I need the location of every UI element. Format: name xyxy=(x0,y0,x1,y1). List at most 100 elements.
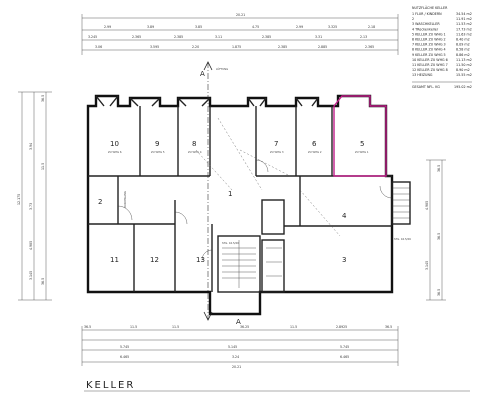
room-label-3: 3 xyxy=(342,256,346,264)
area-legend: NUTZFLÄCHE KELLER 1 FLUR / KINDERN 34.54 … xyxy=(412,5,472,89)
legend-item-value: 11.50 m2 xyxy=(456,63,472,67)
dim-bot-r1-5: 36.25 xyxy=(240,325,249,329)
legend-item-label: 9 KELLER ZU WHG 5 xyxy=(412,53,446,57)
dim-left-overall: 12.175 xyxy=(17,194,21,205)
dim-bot-r2-3: 5.745 xyxy=(340,345,349,349)
room-label-4: 4 xyxy=(342,212,347,220)
dim-bot-r1-3: 11.5 xyxy=(172,325,179,329)
vent-label: LÜFTUNG xyxy=(216,66,228,71)
dim-top-r3-5: 2.385 xyxy=(262,35,271,39)
dim-top-r2-1: 2.99 xyxy=(104,25,111,29)
room-label-13: 13 xyxy=(196,256,205,264)
corridor-label: DURCHGANG xyxy=(123,191,127,208)
room-label-8: 8 xyxy=(192,140,196,148)
dim-top-r2-3: 3.85 xyxy=(195,25,202,29)
dim-left-8: 3.145 xyxy=(29,271,33,280)
legend-item-label: 11 KELLER ZU WHG 7 xyxy=(412,63,448,67)
dim-right-4: 3.145 xyxy=(425,261,429,270)
legend-item-label: 7 KELLER ZU WHG 3 xyxy=(412,43,446,47)
room-label-11: 11 xyxy=(110,256,119,264)
room-sub-5: ZU WHG 1 xyxy=(355,150,369,154)
dim-top-r3-3: 2.385 xyxy=(174,35,183,39)
dim-top-r3-6: 3.31 xyxy=(315,35,322,39)
legend-item-label: 10 KELLER ZU WHG 6 xyxy=(412,58,448,62)
legend-item-value: 11.13 m2 xyxy=(456,58,472,62)
legend-item-value: 8.09 m2 xyxy=(456,43,470,47)
bottom-dimensions: 36.5 11.5 11.5 36.25 11.5 2.8925 36.5 5.… xyxy=(81,325,399,369)
legend-item-label: 4 TRockenkeller xyxy=(412,27,439,31)
dim-top-r2-7: 2.18 xyxy=(368,25,375,29)
section-marker-top: A xyxy=(200,70,205,78)
dim-top-r2-5: 2.99 xyxy=(296,25,303,29)
dim-bot-r3-1: 6.465 xyxy=(120,355,129,359)
dim-left-6: 4.985 xyxy=(29,241,33,250)
dim-top-r3-7: 2.13 xyxy=(360,35,367,39)
dim-bot-r1-2: 11.5 xyxy=(130,325,137,329)
room-sub-6: ZU WHG 2 xyxy=(308,150,322,154)
room-label-9: 9 xyxy=(155,140,159,148)
legend-item-value: 17.73 m2 xyxy=(456,27,472,31)
legend-item-label: 6 KELLER ZU WHG 2 xyxy=(412,38,446,42)
legend-item-label: 3 WASCHKELLER xyxy=(412,22,440,26)
dim-right-5: 36.5 xyxy=(437,289,441,296)
dim-top-r4-10: 2.885 xyxy=(318,45,327,49)
dim-top-r4-8: 1.875 xyxy=(232,45,241,49)
dim-top-r4-6: 2.20 xyxy=(192,45,199,49)
dim-right-1: 36.5 xyxy=(437,165,441,172)
dim-top-r2-2: 3.89 xyxy=(147,25,154,29)
left-dimensions: 36.5 3.94 11.5 3.73 12.175 4.985 36.5 3.… xyxy=(17,91,52,301)
room-label-1: 1 xyxy=(228,190,232,198)
dim-top-r4-9: 2.385 xyxy=(278,45,287,49)
room-label-12: 12 xyxy=(150,256,159,264)
dim-bot-r2-1: 5.745 xyxy=(120,345,129,349)
legend-total-label: GESAMT NFL. KG xyxy=(412,85,440,89)
room-sub-10: ZU WHG 6 xyxy=(108,150,122,154)
legend-item-value: 11.53 m2 xyxy=(456,22,472,26)
legend-item-label: 1 FLUR / KINDERN xyxy=(412,12,442,16)
dim-top-r3-2: 2.365 xyxy=(132,35,141,39)
legend-item-value: 11.63 m2 xyxy=(456,32,472,36)
room-sub-8: ZU WHG 4 xyxy=(188,150,202,154)
room-sub-7: ZU WHG 3 xyxy=(270,150,284,154)
legend-heading: NUTZFLÄCHE KELLER xyxy=(412,5,448,10)
dim-top-r2-4: 4.75 xyxy=(252,25,259,29)
dim-left-1: 36.5 xyxy=(41,95,45,102)
dim-bot-r3-3: 6.465 xyxy=(340,355,349,359)
legend-item-label: 12 KELLER ZU WHG 8 xyxy=(412,68,448,72)
room-label-7: 7 xyxy=(274,140,278,148)
top-dimensions: 20.21 2.99 3.89 3.85 4.75 2.99 3.325 2.1… xyxy=(81,13,399,55)
legend-item-value: 15.55 m2 xyxy=(456,73,472,77)
legend-item-value: 11.91 m2 xyxy=(456,17,472,21)
room-labels: 10 ZU WHG 6 9 ZU WHG 5 8 ZU WHG 4 7 ZU W… xyxy=(98,66,411,326)
dim-left-7: 36.5 xyxy=(41,278,45,285)
legend-item-label: 2 xyxy=(412,17,414,21)
dim-bot-r1-12: 36.5 xyxy=(385,325,392,329)
room-label-10: 10 xyxy=(110,140,119,148)
building-walls xyxy=(86,61,411,321)
legend-item-label: 13 HEIZUNG xyxy=(412,73,433,77)
dim-bot-r1-9: 2.8925 xyxy=(336,325,347,329)
stair-label-right: STG. 16.5/26 xyxy=(394,237,411,241)
legend-item-value: 8.86 m2 xyxy=(456,53,470,57)
room-label-6: 6 xyxy=(312,140,317,148)
dim-top-r3-4: 3.11 xyxy=(215,35,222,39)
right-dimensions: 36.5 4.985 36.5 3.145 36.5 xyxy=(425,159,446,301)
dim-bot-r1-6: 11.5 xyxy=(290,325,297,329)
room-sub-9: ZU WHG 5 xyxy=(151,150,165,154)
dim-left-3: 11.5 xyxy=(41,163,45,170)
dim-bot-overall: 20.21 xyxy=(232,365,241,369)
legend-item-value: 34.54 m2 xyxy=(456,12,472,16)
legend-item-value: 8.90 m2 xyxy=(456,68,470,72)
dim-left-4: 3.73 xyxy=(29,203,33,210)
room-label-2: 2 xyxy=(98,198,102,206)
dim-left-2: 3.94 xyxy=(29,143,33,150)
dim-top-r4-2: 3.06 xyxy=(95,45,102,49)
legend-total-value: 195.02 m2 xyxy=(454,85,472,89)
drawing-title: KELLER xyxy=(86,380,135,391)
section-marker-bottom: A xyxy=(236,318,241,326)
legend-item-value: 8.58 m2 xyxy=(456,48,470,52)
dim-top-r4-4: 3.595 xyxy=(150,45,159,49)
legend-item-label: 5 KELLER ZU WHG 1 xyxy=(412,32,446,36)
dim-top-r4-12: 2.365 xyxy=(365,45,374,49)
